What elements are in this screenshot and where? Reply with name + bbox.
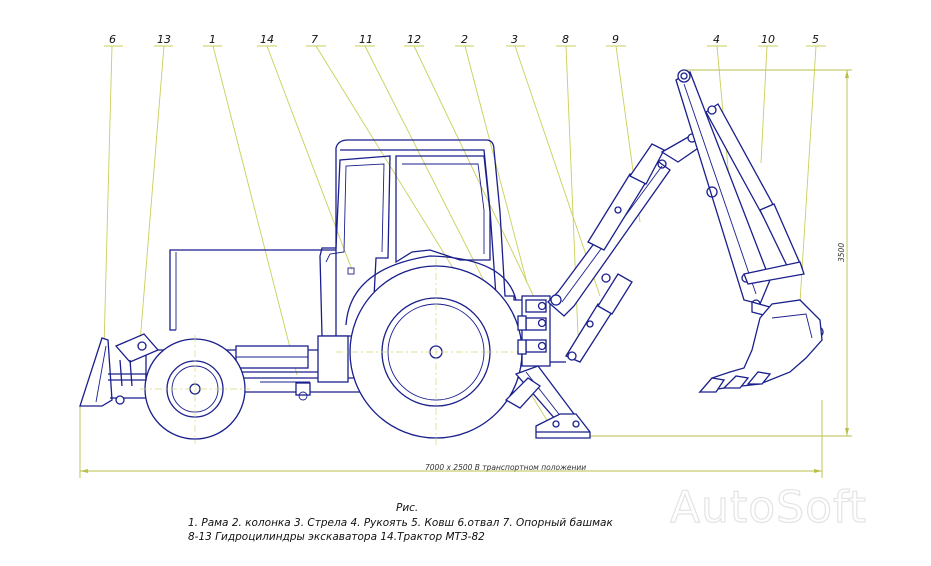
callout-7: 7	[311, 33, 318, 46]
callout-3: 3	[511, 33, 518, 46]
callout-9: 9	[612, 33, 619, 46]
cylinder-9	[587, 133, 706, 251]
callout-6: 6	[109, 33, 116, 46]
callout-11: 11	[359, 33, 373, 46]
callout-numbers: 6 13 1 14 7 11 12 2 3 8 9 4 10 5	[109, 33, 819, 46]
tractor-mtz82	[169, 139, 522, 383]
caption-line-2: 8-13 Гидроцилиндры экскаватора 14.Тракто…	[188, 531, 485, 543]
cylinder-8	[565, 273, 633, 363]
front-wheel	[140, 335, 250, 444]
callout-14: 14	[260, 33, 274, 46]
bucket	[698, 299, 823, 393]
figure-caption: Рис. 1. Рама 2. колонка 3. Стрела 4. Рук…	[188, 502, 613, 543]
caption-title: Рис.	[396, 502, 418, 514]
callout-13: 13	[157, 33, 171, 46]
callout-8: 8	[562, 33, 569, 46]
callout-1: 1	[209, 33, 216, 46]
callout-12: 12	[407, 33, 421, 46]
height-dimension-label: 3500	[837, 243, 846, 262]
callout-2: 2	[461, 33, 468, 46]
callout-10: 10	[761, 33, 775, 46]
caption-line-1: 1. Рама 2. колонка 3. Стрела 4. Рукоять …	[188, 517, 613, 529]
column	[517, 295, 568, 367]
overall-dimension-label: 7000 х 2500 В транспортном положении	[425, 463, 586, 472]
front-blade	[79, 337, 147, 407]
watermark-logo: AutoSoft	[670, 482, 867, 533]
dipper-arm	[675, 69, 771, 309]
cylinder-13	[114, 333, 160, 387]
support-shoe	[504, 365, 591, 439]
rear-wheel	[336, 258, 536, 446]
dimension-lines	[79, 69, 852, 478]
callout-4: 4	[713, 33, 720, 46]
callout-5: 5	[812, 33, 819, 46]
